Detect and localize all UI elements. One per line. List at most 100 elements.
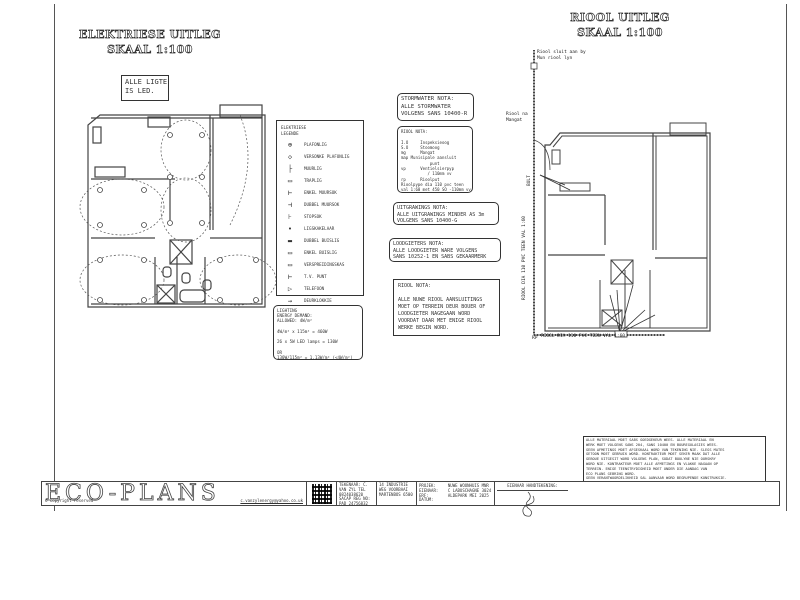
legend-item: ▬ DUBBEL BUISLIG — [281, 235, 359, 247]
manhole-note: Riool na Mangat — [506, 112, 528, 124]
note-line: LOODGIETERS NOTA: — [393, 241, 445, 247]
project-label: EIENAAR: — [419, 487, 439, 493]
note-line — [398, 290, 495, 297]
address-line: VOORBAAI — [388, 486, 408, 492]
legend-item: ◇ VERSONKE PLAFONLIG — [281, 151, 359, 163]
lighting-line: 4W/m² x 115m² = 460W — [277, 328, 328, 334]
sewer-note: RIOOL NOTA: ALLE NUWE RIOOL AANSLUITINGS… — [393, 279, 500, 336]
lighting-line: 130W/115m² = 1.13W/m² (<4W/m²) — [277, 354, 353, 360]
note-line: RIOOL NOTA: — [401, 129, 428, 134]
telephone-icon: ▷ — [287, 285, 293, 293]
note-line: I.O Inspeksieoog — [401, 139, 450, 145]
distribution-board-icon: ▭ — [287, 261, 293, 269]
lighting-line: LIGHTING — [277, 308, 298, 313]
legend-label: TELEFOON — [304, 286, 325, 291]
owner-signature-label: EIENAAR HANDTEKENING: — [497, 483, 568, 491]
legend-heading: ELEKTRIESE — [281, 125, 307, 130]
note-line: Mun riool lyn — [537, 56, 573, 61]
note-line: WERK MOET VOLGENS SANS 204, SANS 10400 E… — [586, 442, 718, 447]
general-notes: ALLE MATERIAAL MOET SABS GOEDGEKEUR WEES… — [583, 436, 766, 486]
drafter-line: TEL 0824038620 — [339, 486, 366, 497]
note-line: ALLE MATERIAAL MOET SABS GOEDGEKEUR WEES… — [586, 438, 714, 442]
legend-item: ▭TRAPLIG — [281, 175, 359, 187]
lighting-line: ENERGY DEMAND: — [277, 313, 313, 319]
note-line: ALLE STORMWATER — [401, 103, 451, 110]
lighting-line: OR — [277, 349, 283, 355]
drainage-scale-text: SKAAL 1:100 — [577, 26, 663, 40]
legend-item: ▭ ENKEL BUISLIG — [281, 247, 359, 259]
note-line: WERKE BEGIN WORD. — [398, 325, 450, 331]
title-block: ECO-PLANS © copyright reserved c.vanzyle… — [41, 481, 780, 517]
note-line: SANS 10252-1 EN SABS GEKAARMERK — [393, 254, 487, 260]
rp-label: RP — [532, 336, 538, 341]
legend-label: DUBBEL BUISLIG — [304, 238, 340, 243]
email-link[interactable]: c.vanzylenergy@yahoo.co.uk — [240, 498, 303, 504]
drafter-cell: TEKENAAR: C. VAN ZYL TEL 0824038620 SACA… — [337, 482, 377, 506]
brand-cell: ECO-PLANS © copyright reserved c.vanzyle… — [42, 482, 307, 505]
legend-label: ENKEL BUISLIG — [304, 250, 337, 255]
recessed-light-icon: ◇ — [287, 153, 293, 161]
note-line: ALLE UITGRAWINGS MINDER AS 3m — [397, 211, 485, 218]
owner-signature-cell: EIENAAR HANDTEKENING: — [495, 482, 570, 517]
project-label: PROJEK: — [419, 483, 436, 488]
wall-light-icon: ├ — [287, 165, 293, 173]
legend-label: VERSONKE PLAFONLIG — [304, 154, 350, 159]
electrical-title-text: ELEKTRIESE UITLEG — [78, 28, 221, 42]
double-fluorescent-icon: ▬ — [287, 237, 293, 245]
qr-code-icon — [311, 483, 332, 504]
note-line: GEBOUE UITGESIT WORD VOLGENS PLAN, SODAT… — [586, 457, 716, 462]
project-value: 3024 ALDEPARK — [447, 487, 492, 498]
plug-socket-icon: ⊦ — [288, 213, 292, 221]
lighting-line: 26 x 5W LED lamps = 130W — [277, 339, 338, 345]
single-fluorescent-icon: ▭ — [287, 249, 293, 257]
doorbell-icon: → — [287, 297, 293, 305]
note-line: TERREIN. ENIGE TEENSTRYDIGHEID MOET ONDE… — [586, 466, 708, 471]
note-line: mg Mangat — [401, 150, 435, 156]
ceiling-light-icon: ⊕ — [287, 141, 293, 149]
legend-item: → DEURKLOKKIE — [281, 295, 359, 307]
note-line: RIOOL NOTA: — [398, 283, 432, 289]
tv-point-icon: ⊢ — [287, 273, 293, 281]
legend-label: DEURKLOKKIE — [304, 298, 332, 303]
address-line: 6500 — [403, 491, 413, 497]
note-line: rp Rioolput — [401, 176, 440, 182]
note-line: LOODGIETER NAGEGAAN WORD — [398, 311, 471, 317]
note-line: ALLE NUWE RIOOL AANSLUITINGS — [398, 297, 483, 303]
note-line: ALLE LOODGIETER WARE VOLGENS — [393, 247, 478, 254]
excavation-note: UITGRAWINGS NOTA: ALLE UITGRAWINGS MINDE… — [393, 202, 499, 225]
sewer-legend-note: RIOOL NOTA: I.O Inspeksieoog S.O Stoomoo… — [397, 126, 473, 193]
legend-label: MUURLIG — [304, 166, 322, 171]
note-line: / 110mm vv — [401, 171, 452, 177]
note-line: val 1:60 met 450 SO -110mm vv — [401, 187, 471, 193]
brand-logo: ECO-PLANS — [45, 481, 220, 506]
note-line: punt — [401, 160, 440, 166]
electrical-floor-plan — [79, 104, 277, 308]
legend-heading: LEGENDE — [281, 131, 299, 136]
legend-item: ⊢T.V. PUNT — [281, 271, 359, 283]
drainage-title-text: RIOOL UITLEG — [570, 11, 670, 25]
lighting-line: ALLOWED: 4W/m² — [277, 318, 313, 324]
note-line: UITGRAWINGS NOTA: — [397, 205, 449, 211]
double-socket-icon: ⊣ — [287, 201, 293, 209]
note-line: MOET OP TERREIN DEUR BOUER OF — [398, 304, 486, 310]
note-line: Mangat — [506, 118, 523, 123]
legend-item: ⊦STOPSOK — [281, 211, 359, 223]
project-labels: PROJEK: EIENAAR: ERF: DATUM: — [419, 483, 442, 504]
lighting-energy-note: LIGHTING ENERGY DEMAND: ALLOWED: 4W/m² 4… — [273, 305, 363, 360]
legend-label: LIGSKAKELAAR — [304, 226, 335, 231]
note-line: GEEN AFMETINGS MOET AFGESKAAL WORD VAN T… — [586, 447, 725, 452]
drafter-line: SACAP REG NO: — [339, 496, 371, 502]
note-line: Riool sluit aan by — [537, 50, 586, 55]
note-line: S.O Stoomoog — [401, 144, 440, 150]
drafter-line: TEKENAAR: — [339, 482, 361, 487]
note-line: VOLGENS SANS 10400-R — [401, 111, 468, 117]
note-line: GETOON MOET GEBRUIK WORD. KONTRAKTEUR MO… — [586, 452, 721, 457]
drawing-frame — [54, 4, 787, 511]
horizontal-pipe-label: RIOOL DIA 110 PVC TEEN VAL 1:60 — [541, 334, 625, 339]
stair-light-icon: ▭ — [287, 177, 293, 185]
plumber-note: LOODGIETERS NOTA: ALLE LOODGIETER WARE V… — [389, 238, 501, 262]
side-label: BULT — [527, 175, 532, 186]
note-line: WORD NIE. KONTRAKTEUR MOET ALLE AFMETING… — [586, 461, 718, 466]
note-line: ECO PLANS GEBRING WORD. — [586, 471, 636, 476]
note-line: VOLGENS SANS 10400-G — [397, 218, 458, 224]
